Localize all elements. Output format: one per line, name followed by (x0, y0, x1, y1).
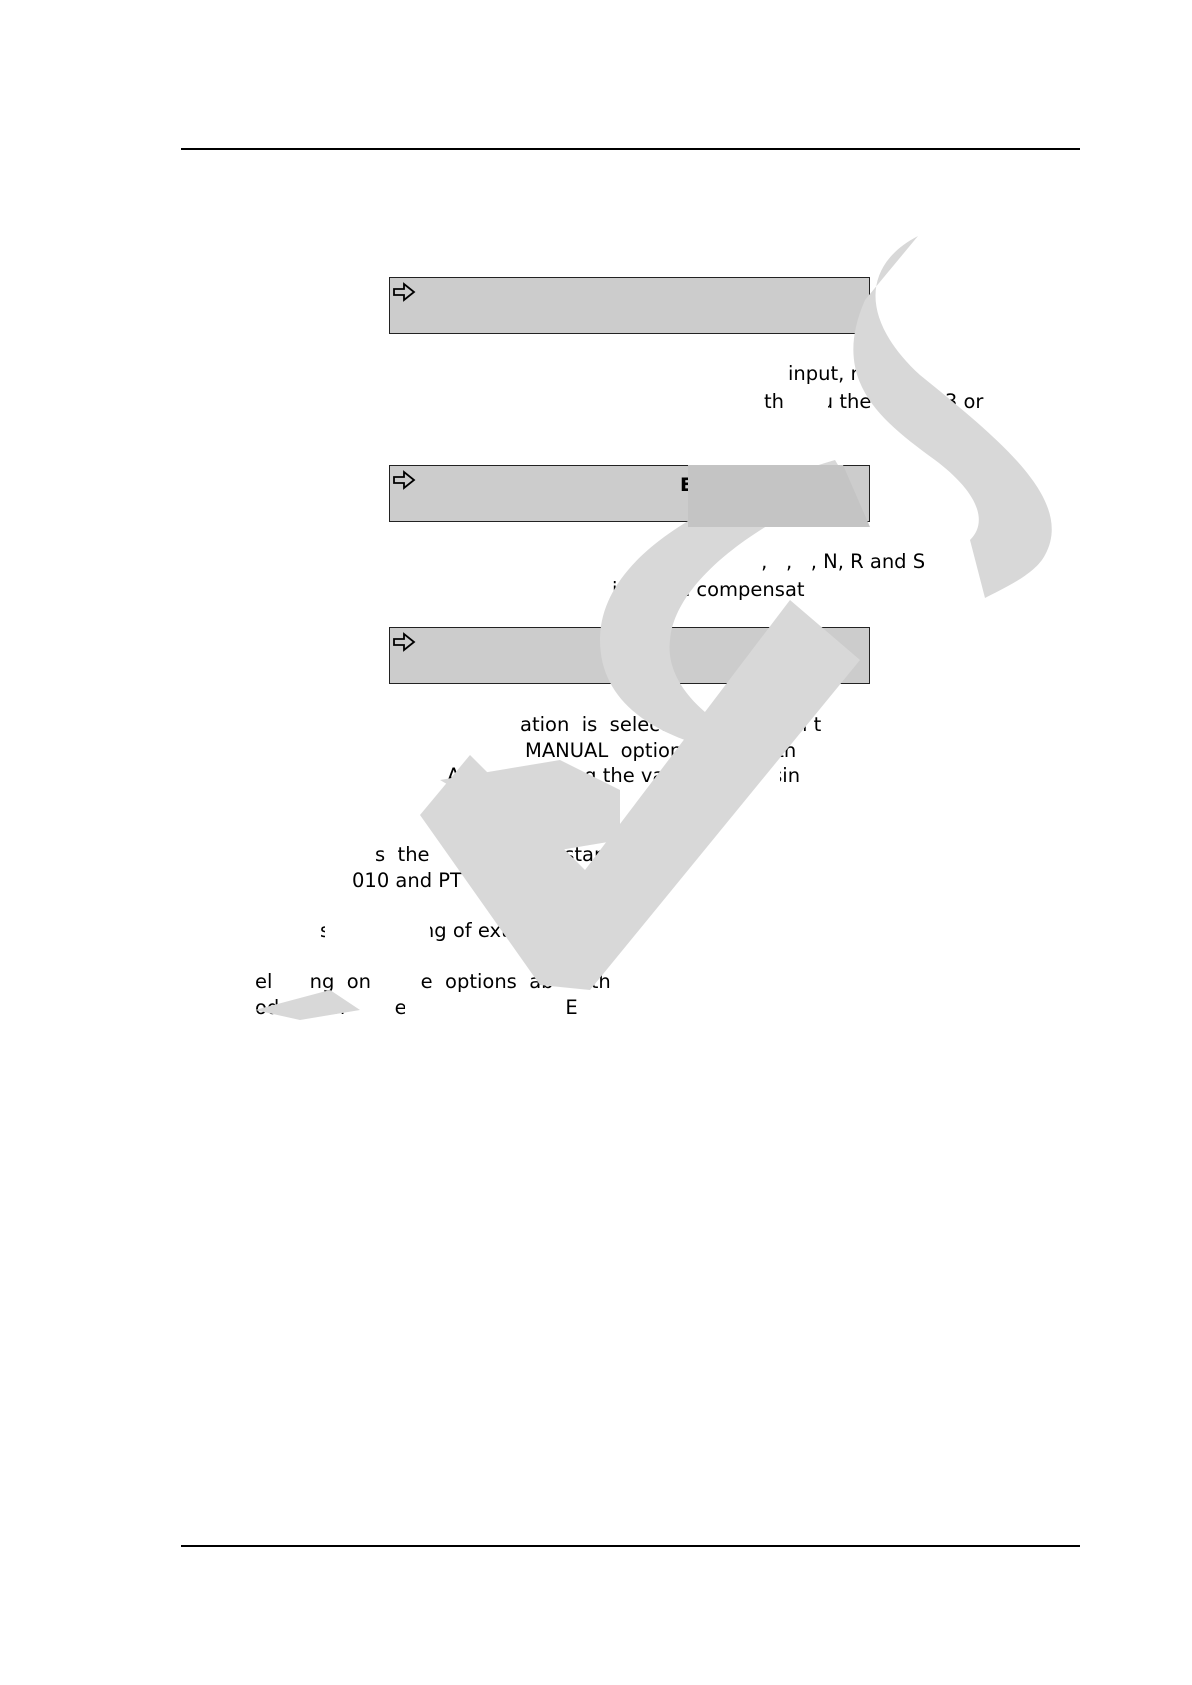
paragraph-line: , , , N, R and S (600, 550, 926, 573)
menu-display-text: E (680, 474, 693, 496)
paragraph-line: s the (Resistance Ther (375, 843, 680, 866)
paragraph-line: junction compensat en (612, 578, 873, 601)
redaction-mask (325, 920, 430, 944)
menu-display-box-1 (389, 277, 870, 334)
right-arrow-icon (393, 282, 416, 302)
footer-rule (181, 1545, 1080, 1547)
menu-display-box-3 (389, 627, 870, 684)
redaction-mask (873, 362, 981, 386)
menu-display-box-2: E (389, 465, 870, 522)
right-arrow-icon (393, 470, 416, 490)
paragraph-line: ation is selecte junction t (520, 713, 822, 736)
redaction-mask (405, 999, 565, 1021)
header-rule (181, 148, 1080, 150)
paragraph-line: el ng on e options ab th (255, 970, 611, 993)
redaction-mask (837, 580, 957, 602)
redaction-mask (690, 739, 768, 761)
redaction-mask (790, 392, 828, 414)
redaction-mask (720, 766, 780, 788)
right-arrow-icon (393, 632, 416, 652)
paragraph-line: 010 and PT s. Choose o (352, 869, 643, 892)
paragraph-line: ode. (482, 790, 525, 813)
redaction-mask (688, 713, 758, 737)
